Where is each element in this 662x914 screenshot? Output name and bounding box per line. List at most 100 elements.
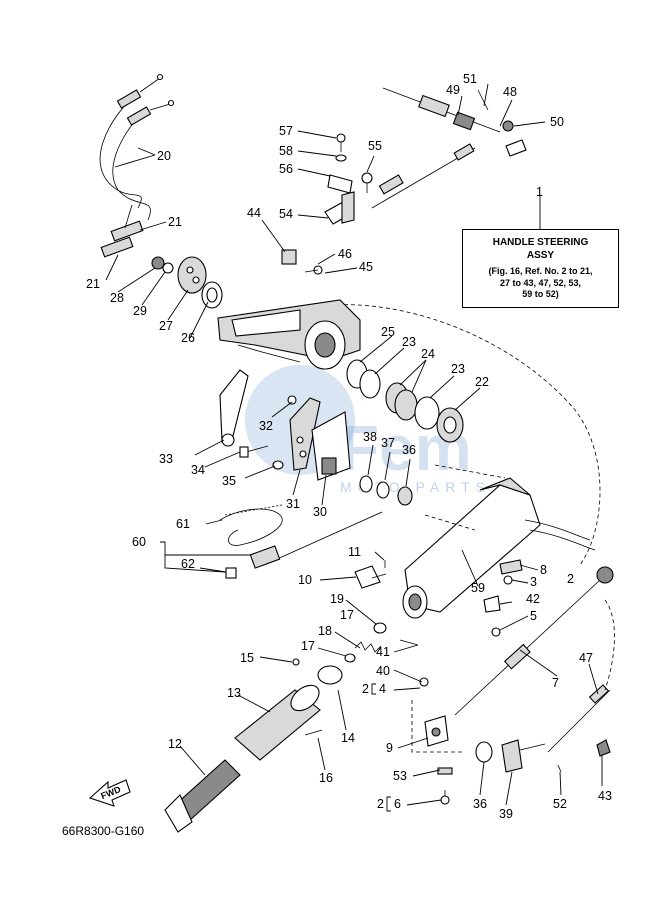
callout-57: 57 bbox=[279, 124, 293, 138]
callout-6: 6 bbox=[394, 797, 401, 811]
fwd-arrow-icon: FWD bbox=[88, 779, 131, 807]
callout-5: 5 bbox=[530, 609, 537, 623]
watermark: Fem MOTO PARTS bbox=[245, 365, 491, 495]
assy-note-line1: (Fig. 16, Ref. No. 2 to 21, bbox=[488, 266, 593, 276]
handle-body bbox=[402, 464, 596, 619]
callout-47: 47 bbox=[579, 651, 593, 665]
steering-bracket bbox=[217, 299, 361, 370]
callout-28: 28 bbox=[110, 291, 124, 305]
callout-46: 46 bbox=[338, 247, 352, 261]
callout-18: 18 bbox=[318, 624, 332, 638]
callout-56: 56 bbox=[279, 162, 293, 176]
callout-27: 27 bbox=[159, 319, 173, 333]
callout-2-lower: 2 bbox=[377, 797, 384, 811]
callout-13: 13 bbox=[227, 686, 241, 700]
callout-52: 52 bbox=[553, 797, 567, 811]
callout-17-upper: 17 bbox=[340, 608, 354, 622]
assembly-outline bbox=[329, 304, 601, 566]
callout-53: 53 bbox=[393, 769, 407, 783]
callout-45: 45 bbox=[359, 260, 373, 274]
callout-55: 55 bbox=[368, 139, 382, 153]
cable-bracket bbox=[483, 559, 523, 637]
callout-21-upper: 21 bbox=[168, 215, 182, 229]
callout-7: 7 bbox=[552, 676, 559, 690]
callout-20: 20 bbox=[157, 149, 171, 163]
friction-knob bbox=[354, 560, 387, 589]
callout-34: 34 bbox=[191, 463, 205, 477]
callout-49: 49 bbox=[446, 83, 460, 97]
callout-31: 31 bbox=[286, 497, 300, 511]
callout-51: 51 bbox=[463, 72, 477, 86]
assy-title-line1: HANDLE STEERING bbox=[492, 237, 589, 248]
bracket-54 bbox=[324, 133, 373, 225]
callout-19: 19 bbox=[330, 592, 344, 606]
grip-assembly bbox=[164, 658, 343, 833]
callout-1: 1 bbox=[536, 185, 543, 199]
callout-8: 8 bbox=[540, 563, 547, 577]
callout-41: 41 bbox=[376, 645, 390, 659]
callout-14: 14 bbox=[341, 731, 355, 745]
friction-rings bbox=[346, 359, 464, 443]
callout-32: 32 bbox=[259, 419, 273, 433]
leader-lines bbox=[105, 83, 603, 812]
callout-29: 29 bbox=[133, 304, 147, 318]
callout-23-lower: 23 bbox=[451, 362, 465, 376]
callout-21-lower: 21 bbox=[86, 277, 100, 291]
callout-11: 11 bbox=[348, 545, 361, 559]
callout-30: 30 bbox=[313, 505, 327, 519]
small-washers bbox=[359, 475, 413, 506]
assy-title-line2: ASSY bbox=[526, 250, 555, 261]
callout-2-mid: 2 bbox=[362, 682, 369, 696]
callout-4: 4 bbox=[379, 682, 386, 696]
callout-12: 12 bbox=[168, 737, 182, 751]
callout-16: 16 bbox=[319, 771, 333, 785]
stopper-plates bbox=[219, 369, 351, 481]
callout-36-lower: 36 bbox=[473, 797, 487, 811]
assy-note-line2: 27 to 43, 47, 52, 53, bbox=[499, 277, 582, 288]
spring-set bbox=[344, 622, 387, 663]
callout-2-upper: 2 bbox=[567, 572, 574, 586]
callout-26: 26 bbox=[181, 331, 195, 345]
grommet-set bbox=[151, 256, 223, 309]
callout-17-lower: 17 bbox=[301, 639, 315, 653]
stop-switch bbox=[219, 504, 383, 579]
handle-steering-assy-box: HANDLE STEERING ASSY (Fig. 16, Ref. No. … bbox=[462, 229, 619, 308]
callout-37: 37 bbox=[381, 436, 395, 450]
lower-parts bbox=[399, 639, 465, 805]
callout-62: 62 bbox=[181, 557, 195, 571]
callout-22: 22 bbox=[475, 375, 489, 389]
callout-44: 44 bbox=[247, 206, 261, 220]
watermark-sub: MOTO PARTS bbox=[340, 479, 491, 495]
callout-35: 35 bbox=[222, 474, 236, 488]
callout-54: 54 bbox=[279, 207, 293, 221]
callout-10: 10 bbox=[298, 573, 312, 587]
throttle-cable bbox=[371, 143, 476, 209]
shift-cable bbox=[454, 566, 615, 773]
callout-23-upper: 23 bbox=[402, 335, 416, 349]
callout-59: 59 bbox=[471, 581, 485, 595]
pin-set bbox=[281, 249, 323, 275]
callout-48: 48 bbox=[503, 85, 517, 99]
callout-38: 38 bbox=[363, 430, 377, 444]
callout-61: 61 bbox=[176, 517, 190, 531]
callout-33: 33 bbox=[159, 452, 173, 466]
callout-36-upper: 36 bbox=[402, 443, 416, 457]
callout-24: 24 bbox=[421, 347, 435, 361]
remote-cables bbox=[99, 73, 175, 258]
callout-60: 60 bbox=[132, 535, 146, 549]
callout-40: 40 bbox=[376, 664, 390, 678]
callouts: 57 58 56 55 51 49 48 50 20 21 21 28 29 2… bbox=[86, 72, 612, 821]
callout-39: 39 bbox=[499, 807, 513, 821]
callout-25: 25 bbox=[381, 325, 395, 339]
callout-50: 50 bbox=[550, 115, 564, 129]
shift-rod-assembly bbox=[382, 87, 527, 157]
callout-3: 3 bbox=[530, 575, 537, 589]
diagram-code: 66R8300-G160 bbox=[62, 824, 145, 838]
callout-58: 58 bbox=[279, 144, 293, 158]
callout-15: 15 bbox=[240, 651, 254, 665]
assy-note-line3: 59 to 52) bbox=[522, 289, 559, 299]
callout-43: 43 bbox=[598, 789, 612, 803]
callout-9: 9 bbox=[386, 741, 393, 755]
